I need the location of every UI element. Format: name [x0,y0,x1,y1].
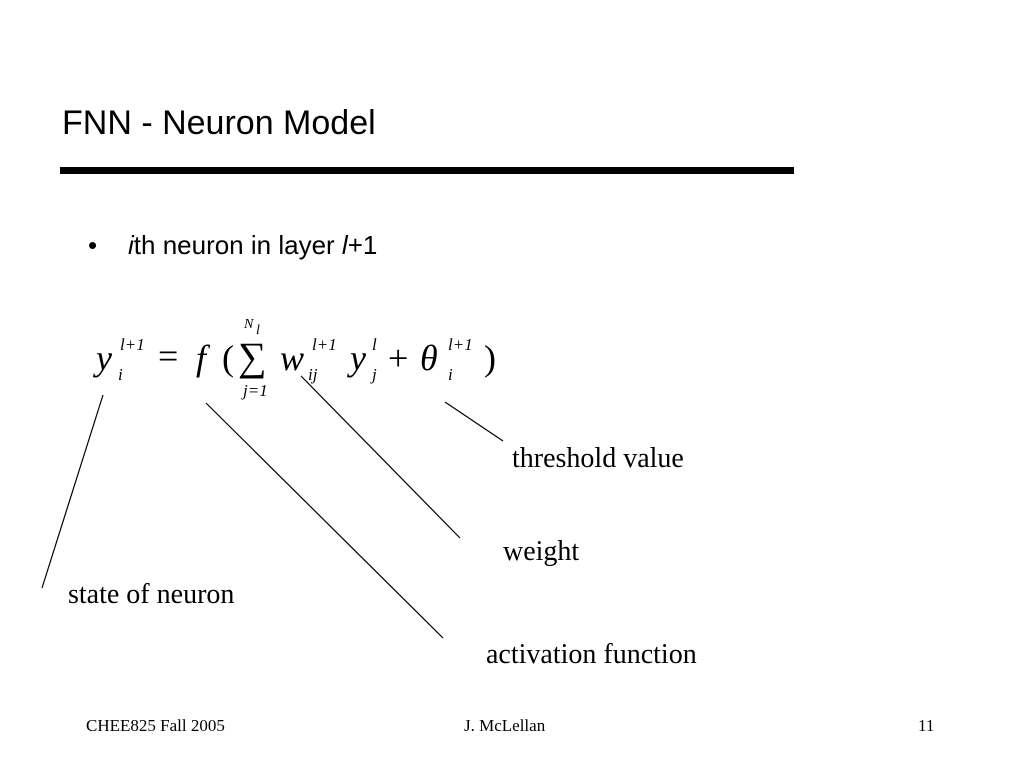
weight-label: weight [503,536,580,567]
eq-open-paren: ( [222,338,234,378]
slide-title: FNN - Neuron Model [62,104,376,142]
eq-theta-sup: l+1 [448,335,473,354]
eq-y: y [96,338,112,378]
eq-w-sub: ij [308,365,318,384]
bullet-text-end: +1 [347,230,378,260]
state-pointer-line [41,394,104,589]
bullet-text-i: i [128,230,134,260]
state-label: state of neuron [68,579,235,610]
title-underline [60,167,794,174]
eq-equals: = [158,336,179,376]
eq-sum-lower: j=1 [243,381,268,400]
bullet-symbol: • [88,230,98,260]
weight-pointer-line [300,375,461,539]
footer-author: J. McLellan [464,716,546,735]
activation-pointer-line [205,402,444,639]
bullet-item: • ith neuron in layer l+1 [88,230,377,261]
eq-sum-upper-l: l [256,323,260,338]
eq-plus: + [388,338,409,378]
eq-theta-sub: i [448,365,453,384]
eq-y2-sup: l [372,335,377,354]
eq-y-sub: i [118,365,123,384]
activation-label: activation function [486,639,697,670]
threshold-pointer-line [444,401,504,442]
eq-sum-upper-n: N [244,317,254,332]
footer-page-number: 11 [918,716,935,735]
eq-y2-sub: j [372,365,377,384]
eq-y-sup: l+1 [120,335,145,354]
eq-sum-symbol: ∑ [238,334,267,379]
eq-theta: θ [420,338,438,378]
bullet-text-l: l [341,230,348,260]
eq-f: f [196,338,207,378]
footer-course: CHEE825 Fall 2005 [86,716,225,735]
bullet-text-middle: th neuron in layer [133,230,342,260]
eq-close-paren: ) [484,338,496,378]
eq-w: w [280,338,305,378]
eq-w-sup: l+1 [312,335,337,354]
threshold-label: threshold value [512,443,684,474]
eq-y2: y [350,338,366,378]
